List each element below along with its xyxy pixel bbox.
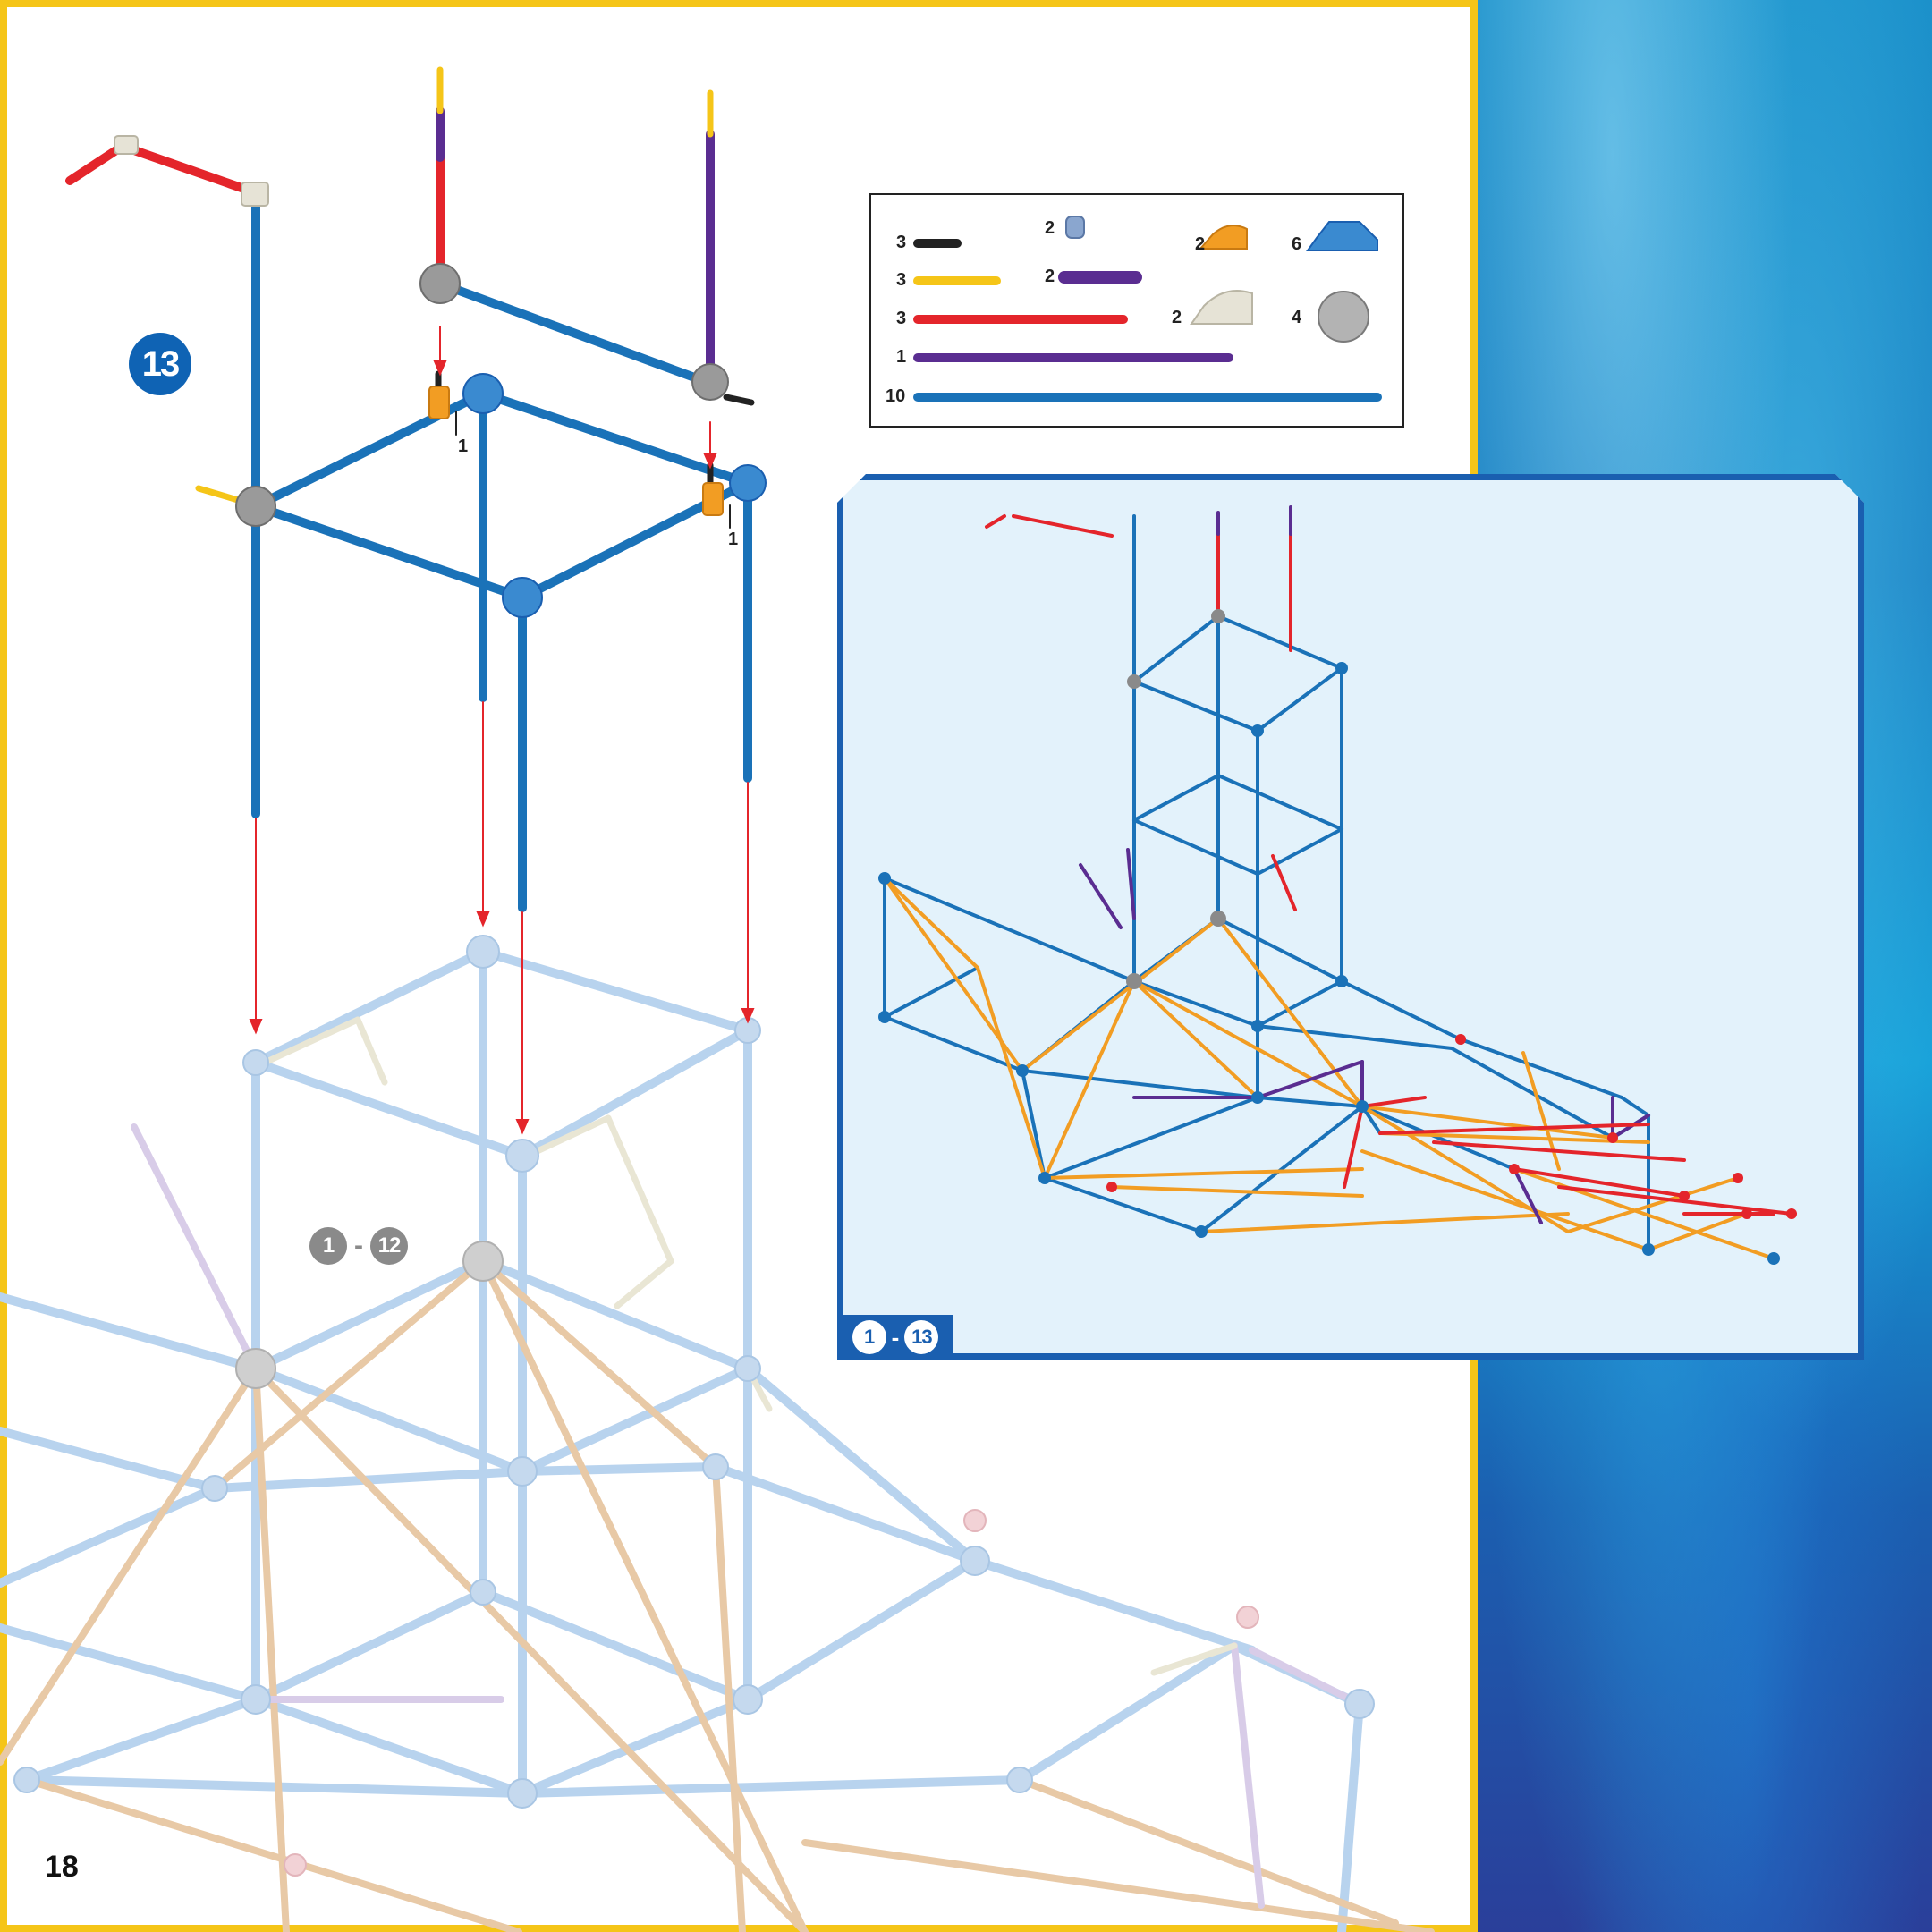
build-diagram: [0, 66, 1435, 1932]
callout-label-right: 1: [728, 530, 739, 549]
qty-grey-connector: 4: [1292, 308, 1302, 327]
completed-model-diagram: [843, 480, 1858, 1353]
parts-list: 3 3 3 1 10 2 2 2 2 6 4: [869, 193, 1404, 428]
step-13-parts: [65, 66, 767, 1135]
orange-connector-icon: [1198, 225, 1248, 250]
range-end: 12: [370, 1227, 408, 1265]
qty-purple-rod: 2: [1045, 267, 1055, 286]
qty-orange-connector: 2: [1195, 234, 1206, 254]
qty-black-connector: 3: [896, 233, 907, 252]
step-number-badge: 13: [129, 333, 191, 395]
parts-icons: [913, 216, 1382, 402]
spacer-icon: [1065, 216, 1085, 239]
qty-purple-long-rod: 1: [896, 347, 907, 367]
inset-range-tab: 1 - 13: [838, 1315, 953, 1360]
qty-red-rod: 3: [896, 309, 907, 328]
inset-range-dash: -: [891, 1323, 900, 1351]
qty-yellow-rod: 3: [896, 270, 907, 290]
page-number: 18: [45, 1850, 79, 1884]
callout-label-left: 1: [458, 436, 469, 456]
inset-range-start: 1: [852, 1320, 886, 1354]
range-dash: -: [354, 1231, 363, 1260]
completed-model-inset: [837, 474, 1864, 1360]
previous-structure-faded: [0, 935, 1435, 1932]
qty-spacer: 2: [1045, 218, 1055, 238]
qty-blue-connector: 6: [1292, 234, 1302, 254]
qty-white-connector: 2: [1172, 308, 1182, 327]
range-start: 1: [309, 1227, 347, 1265]
white-connector-icon: [1190, 290, 1253, 325]
qty-blue-long-rod: 10: [886, 386, 906, 406]
blue-connector-icon: [1306, 221, 1378, 251]
inset-range-end: 13: [904, 1320, 939, 1354]
grey-connector-icon: [1318, 291, 1369, 343]
previous-steps-range: 1 - 12: [309, 1227, 408, 1265]
